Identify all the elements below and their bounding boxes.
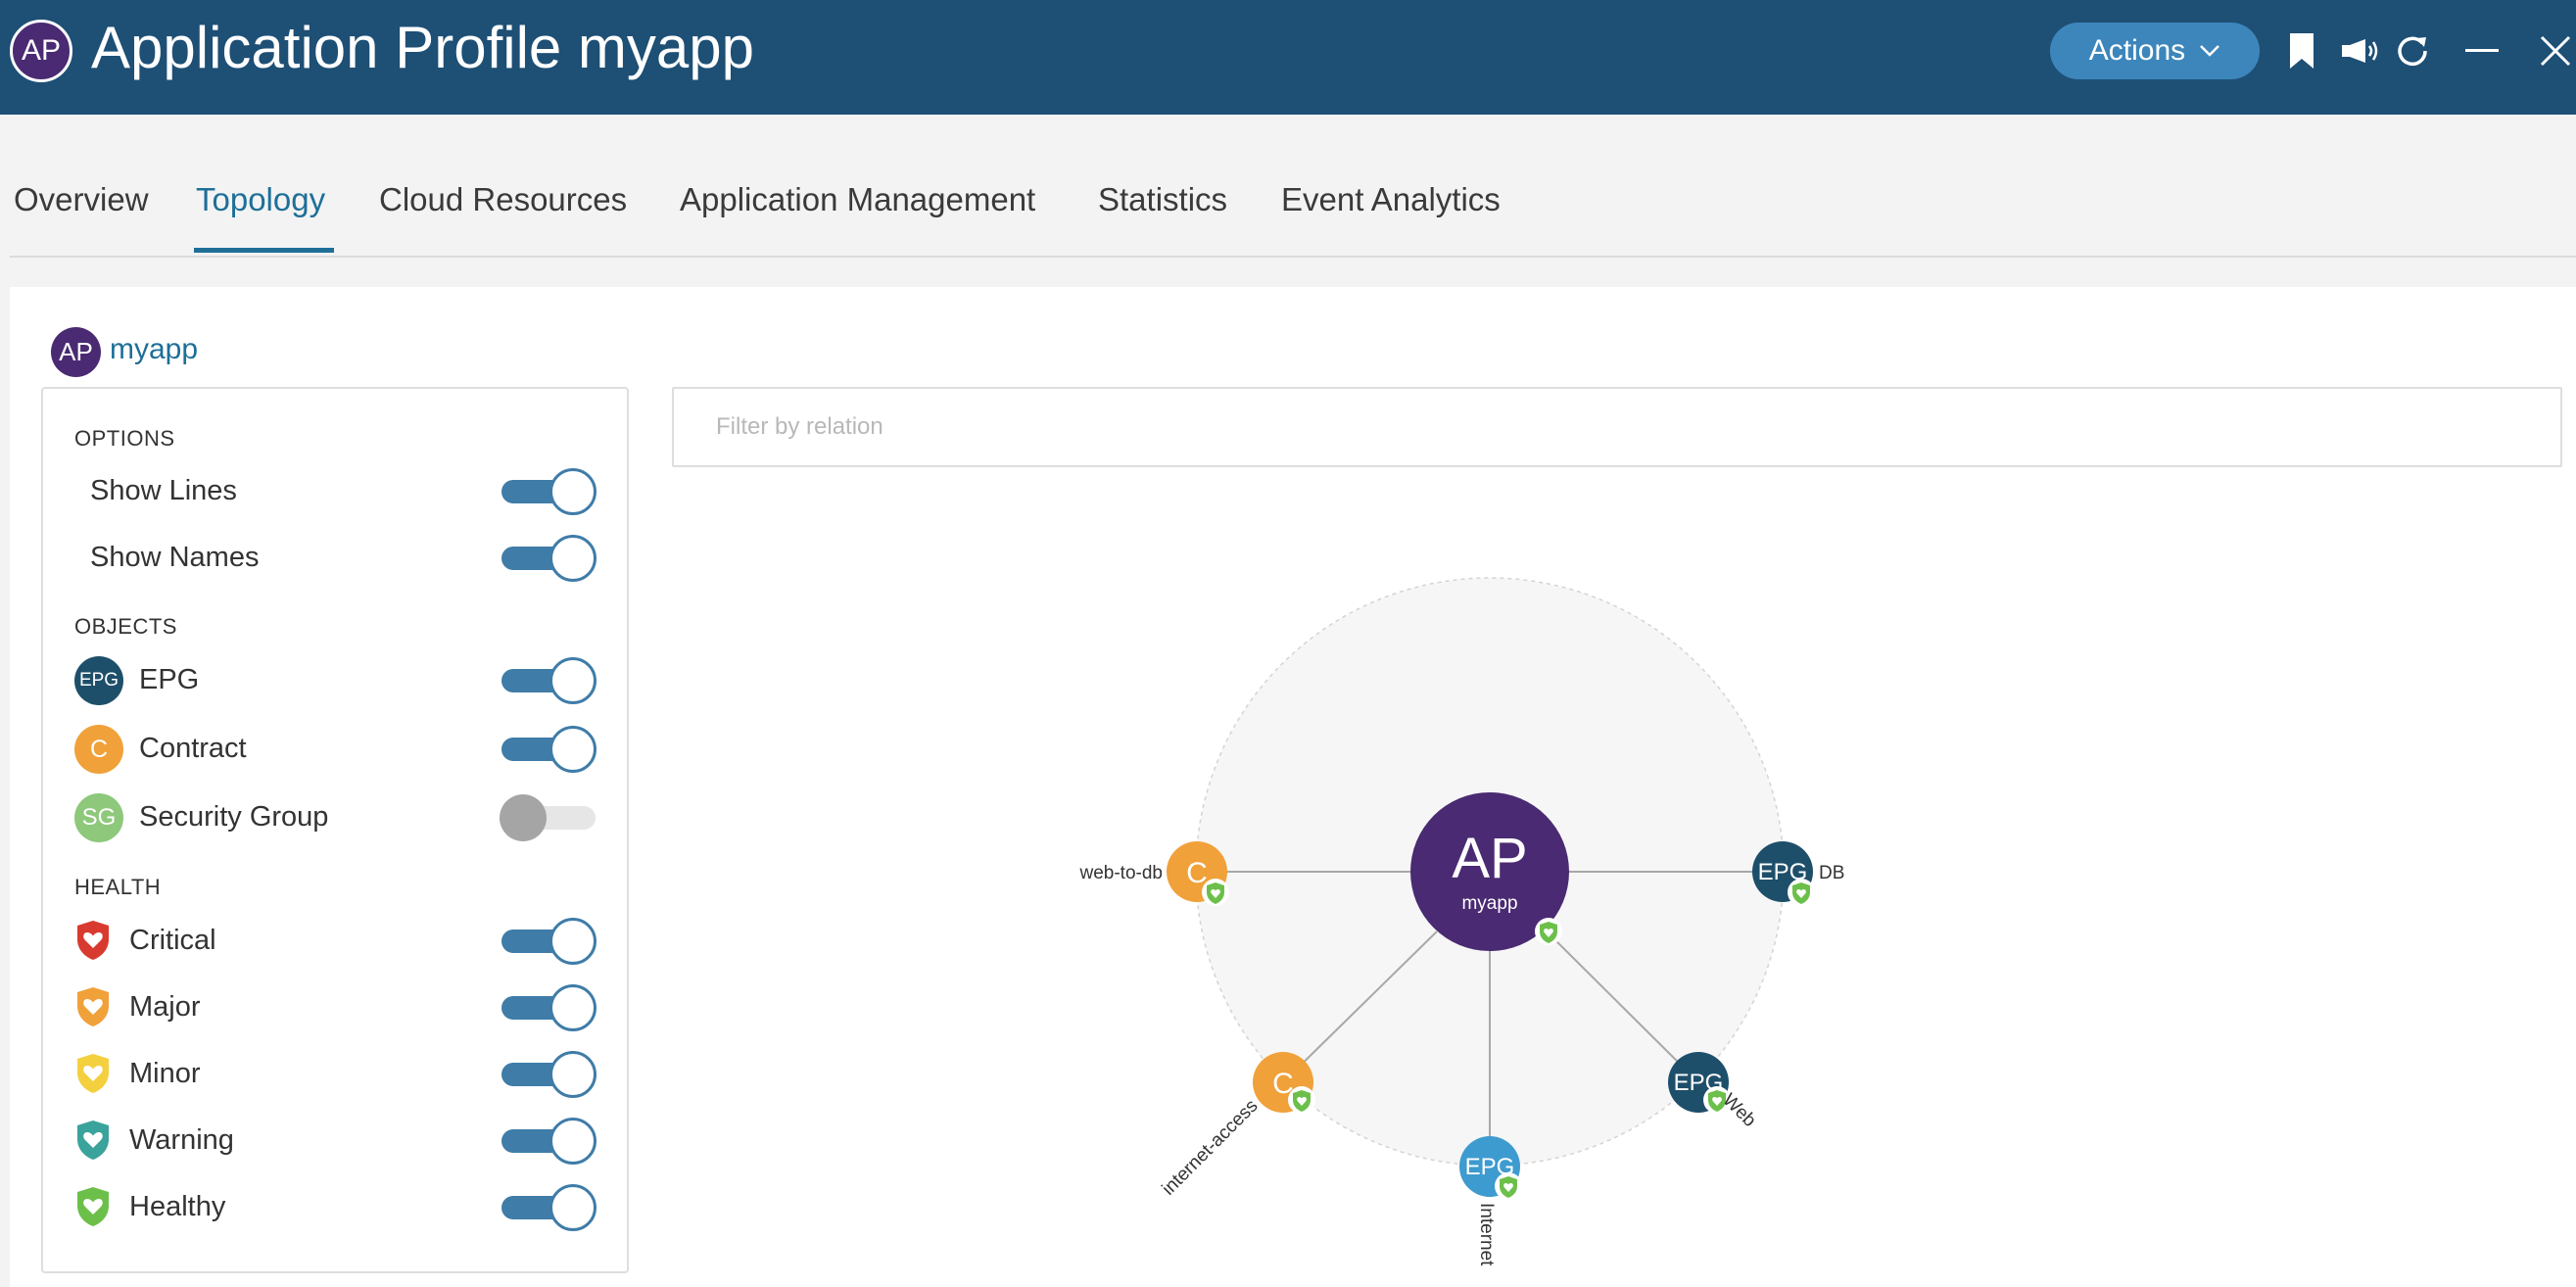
node-web-to-db[interactable]: C web-to-db — [1079, 841, 1230, 906]
healthy-toggle[interactable] — [500, 1181, 597, 1234]
center-ap-node[interactable]: AP myapp — [1410, 792, 1569, 951]
breadcrumb-myapp-link[interactable]: myapp — [110, 333, 199, 365]
node-db[interactable]: EPG DB — [1752, 841, 1844, 906]
show-lines-label: Show Lines — [90, 475, 237, 506]
node-type: C — [1186, 857, 1208, 889]
epg-toggle[interactable] — [500, 654, 597, 707]
active-tab-indicator — [194, 248, 334, 253]
topology-lines — [1197, 871, 1783, 1167]
show-names-toggle[interactable] — [500, 532, 597, 585]
megaphone-icon[interactable] — [2339, 29, 2382, 72]
tab-cloud-resources[interactable]: Cloud Resources — [379, 181, 628, 217]
topology-graph: AP myapp C web-to-db EPG DB C internet-a… — [979, 548, 1959, 1287]
minor-toggle[interactable] — [500, 1048, 597, 1101]
tab-divider — [10, 256, 2576, 258]
page-title: Application Profile myapp — [91, 15, 755, 80]
minor-label: Minor — [129, 1058, 201, 1089]
actions-button-label: Actions — [2088, 34, 2186, 67]
critical-toggle[interactable] — [500, 915, 597, 968]
minor-shield-icon — [77, 1054, 109, 1093]
health-badge-icon — [1202, 879, 1229, 906]
health-badge-icon — [1495, 1172, 1522, 1200]
warning-label: Warning — [129, 1124, 234, 1156]
epg-label: EPG — [139, 664, 200, 695]
objects-section-title: OBJECTS — [74, 614, 177, 639]
major-toggle[interactable] — [500, 981, 597, 1034]
filter-by-relation-input[interactable] — [672, 387, 2562, 467]
tab-event-analytics[interactable]: Event Analytics — [1281, 181, 1501, 217]
node-internet[interactable]: EPG Internet — [1459, 1136, 1522, 1266]
center-node-type: AP — [1452, 827, 1527, 890]
node-name: DB — [1819, 863, 1844, 883]
critical-shield-icon — [77, 921, 109, 960]
contract-toggle[interactable] — [500, 723, 597, 776]
epg-icon: EPG — [74, 656, 123, 705]
contract-icon: C — [74, 725, 123, 774]
minimize-icon[interactable] — [2464, 29, 2500, 72]
health-badge-icon — [1535, 918, 1562, 945]
breadcrumb-avatar: AP — [51, 327, 101, 377]
major-label: Major — [129, 991, 201, 1023]
warning-shield-icon — [77, 1120, 109, 1160]
tab-topology[interactable]: Topology — [196, 181, 326, 217]
node-web[interactable]: EPG Web — [1668, 1052, 1760, 1131]
options-section-title: OPTIONS — [74, 426, 175, 451]
tab-application-management[interactable]: Application Management — [680, 181, 1036, 217]
health-badge-icon — [1788, 879, 1815, 906]
show-names-label: Show Names — [90, 542, 260, 573]
security-group-icon: SG — [74, 793, 123, 842]
healthy-shield-icon — [77, 1187, 109, 1226]
security-group-toggle[interactable] — [500, 791, 597, 844]
app-profile-avatar: AP — [10, 20, 72, 82]
bookmark-icon[interactable] — [2287, 29, 2316, 72]
node-type: C — [1272, 1068, 1294, 1100]
warning-toggle[interactable] — [500, 1115, 597, 1168]
contract-label: Contract — [139, 733, 247, 764]
close-icon[interactable] — [2539, 29, 2572, 72]
health-section-title: HEALTH — [74, 875, 162, 899]
healthy-label: Healthy — [129, 1191, 226, 1222]
major-shield-icon — [77, 987, 109, 1026]
node-name: internet-access — [1159, 1096, 1263, 1200]
security-group-label: Security Group — [139, 801, 329, 833]
header-bar: AP Application Profile myapp Actions — [0, 0, 2576, 115]
node-internet-access[interactable]: C internet-access — [1159, 1052, 1315, 1200]
health-badge-icon — [1288, 1086, 1315, 1114]
center-node-label: myapp — [1461, 893, 1517, 914]
node-name: Internet — [1476, 1203, 1497, 1266]
actions-button[interactable]: Actions — [2050, 23, 2260, 79]
refresh-icon[interactable] — [2394, 29, 2431, 72]
show-lines-toggle[interactable] — [500, 465, 597, 518]
tab-overview[interactable]: Overview — [14, 181, 149, 217]
tab-statistics[interactable]: Statistics — [1098, 181, 1228, 217]
tab-bar: Overview Topology Cloud Resources Applic… — [0, 115, 2576, 257]
chevron-down-icon — [2200, 45, 2220, 57]
node-name: web-to-db — [1079, 863, 1164, 883]
critical-label: Critical — [129, 925, 216, 956]
